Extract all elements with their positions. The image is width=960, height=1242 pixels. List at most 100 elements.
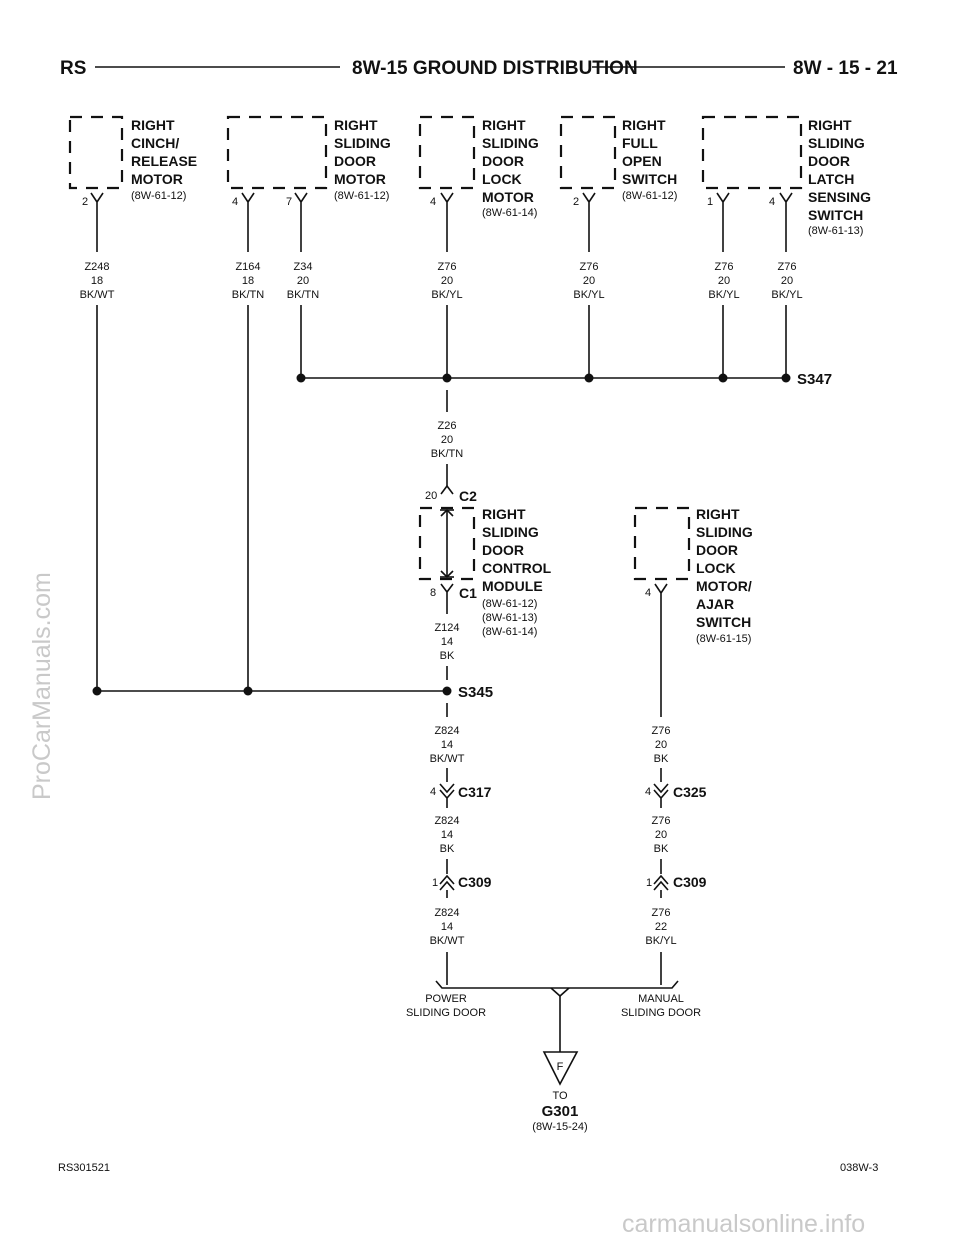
svg-text:BK: BK bbox=[440, 650, 455, 662]
branch-power-label: POWER SLIDING DOOR bbox=[406, 993, 486, 1019]
svg-text:BK/WT: BK/WT bbox=[80, 289, 115, 301]
svg-text:SWITCH: SWITCH bbox=[808, 207, 863, 223]
branch-manual-label: MANUAL SLIDING DOOR bbox=[621, 993, 701, 1019]
pin-cinch: 2 bbox=[82, 196, 88, 208]
splice-s347-bus bbox=[296, 373, 791, 383]
option-branch bbox=[435, 980, 679, 1052]
svg-text:RIGHT: RIGHT bbox=[808, 117, 852, 133]
svg-text:Z76: Z76 bbox=[715, 261, 734, 273]
svg-text:SLIDING: SLIDING bbox=[482, 135, 539, 151]
svg-text:22: 22 bbox=[655, 921, 667, 933]
svg-text:BK/TN: BK/TN bbox=[232, 289, 264, 301]
pin-c2: 20 bbox=[425, 490, 437, 502]
svg-text:RIGHT: RIGHT bbox=[622, 117, 666, 133]
ajar-terminal-symbol bbox=[654, 583, 668, 600]
svg-text:Z124: Z124 bbox=[434, 622, 459, 634]
header-left: RS bbox=[60, 58, 86, 79]
svg-text:Z76: Z76 bbox=[438, 261, 457, 273]
pin-c325: 4 bbox=[645, 786, 651, 798]
bottom-watermark: carmanualsonline.info bbox=[622, 1210, 865, 1238]
page-title: 8W-15 GROUND DISTRIBUTION bbox=[352, 58, 638, 79]
top-wire-stubs bbox=[96, 212, 787, 252]
svg-text:SLIDING: SLIDING bbox=[482, 524, 539, 540]
svg-text:SLIDING: SLIDING bbox=[334, 135, 391, 151]
svg-text:BK/WT: BK/WT bbox=[430, 753, 465, 765]
svg-text:RIGHT: RIGHT bbox=[334, 117, 378, 133]
svg-text:18: 18 bbox=[91, 275, 103, 287]
footer-left: RS301521 bbox=[58, 1162, 110, 1174]
svg-text:BK/YL: BK/YL bbox=[708, 289, 739, 301]
svg-text:14: 14 bbox=[441, 636, 453, 648]
svg-text:MOTOR/: MOTOR/ bbox=[696, 578, 752, 594]
pin-c309-right: 1 bbox=[646, 877, 652, 889]
svg-text:(8W-61-13): (8W-61-13) bbox=[482, 612, 537, 624]
svg-text:G301: G301 bbox=[542, 1103, 579, 1120]
connector-c325-label: C325 bbox=[673, 784, 707, 800]
svg-text:20: 20 bbox=[583, 275, 595, 287]
terminal-symbols-top bbox=[90, 192, 793, 212]
side-watermark: ProCarManuals.com bbox=[28, 572, 56, 800]
wire-label-z76-ajar-c: Z76 22 BK/YL bbox=[645, 907, 676, 947]
pin-latch-4: 4 bbox=[769, 196, 775, 208]
ajar-switch-box bbox=[633, 506, 691, 581]
control-module-label: RIGHT SLIDING DOOR CONTROL MODULE (8W-61… bbox=[482, 506, 552, 638]
svg-text:(8W-15-24): (8W-15-24) bbox=[532, 1121, 587, 1133]
connector-c1-label: C1 bbox=[459, 585, 477, 601]
pin-lock-motor: 4 bbox=[430, 196, 436, 208]
connector-c317-symbol bbox=[439, 783, 455, 808]
connector-c309-right-symbol bbox=[653, 874, 669, 898]
svg-text:MOTOR: MOTOR bbox=[131, 171, 183, 187]
svg-text:RIGHT: RIGHT bbox=[131, 117, 175, 133]
connector-c309-left-symbol bbox=[439, 874, 455, 898]
connector-c317-label: C317 bbox=[458, 784, 492, 800]
svg-text:(8W-61-12): (8W-61-12) bbox=[482, 598, 537, 610]
svg-text:(8W-61-13): (8W-61-13) bbox=[808, 225, 863, 237]
splice-s345-bus bbox=[92, 686, 452, 696]
svg-text:14: 14 bbox=[441, 739, 453, 751]
sliding-door-motor-label: RIGHT SLIDING DOOR MOTOR (8W-61-12) bbox=[334, 117, 391, 202]
pin-latch-1: 1 bbox=[707, 196, 713, 208]
lock-motor-box bbox=[418, 115, 476, 190]
svg-text:(8W-61-12): (8W-61-12) bbox=[622, 190, 677, 202]
svg-text:Z26: Z26 bbox=[438, 420, 457, 432]
svg-text:20: 20 bbox=[781, 275, 793, 287]
svg-text:Z248: Z248 bbox=[84, 261, 109, 273]
svg-text:Z164: Z164 bbox=[235, 261, 260, 273]
svg-text:BK: BK bbox=[654, 753, 669, 765]
wire-label-z164: Z164 18 BK/TN bbox=[232, 261, 264, 301]
svg-text:MODULE: MODULE bbox=[482, 578, 543, 594]
svg-text:Z76: Z76 bbox=[778, 261, 797, 273]
latch-sensing-switch-box bbox=[701, 115, 803, 190]
svg-text:BK: BK bbox=[654, 843, 669, 855]
svg-text:(8W-61-12): (8W-61-12) bbox=[334, 190, 389, 202]
wire-label-z824-a: Z824 14 BK/WT bbox=[430, 725, 465, 765]
svg-text:SLIDING DOOR: SLIDING DOOR bbox=[621, 1007, 701, 1019]
cinch-motor-box bbox=[68, 115, 124, 190]
svg-text:MOTOR: MOTOR bbox=[482, 189, 534, 205]
svg-text:FULL: FULL bbox=[622, 135, 658, 151]
connector-c325-symbol bbox=[653, 783, 669, 808]
pin-c1: 8 bbox=[430, 587, 436, 599]
ground-pointer-letter: F bbox=[557, 1061, 564, 1073]
svg-text:14: 14 bbox=[441, 921, 453, 933]
connector-c2-symbol bbox=[440, 484, 454, 495]
page-number: 8W - 15 - 21 bbox=[793, 58, 898, 79]
svg-text:DOOR: DOOR bbox=[808, 153, 850, 169]
svg-text:SLIDING DOOR: SLIDING DOOR bbox=[406, 1007, 486, 1019]
svg-text:AJAR: AJAR bbox=[696, 596, 734, 612]
pin-sliding-motor-4: 4 bbox=[232, 196, 238, 208]
sliding-door-motor-box bbox=[226, 115, 328, 190]
wire-label-z76-latch-1: Z76 20 BK/YL bbox=[708, 261, 739, 301]
svg-text:20: 20 bbox=[297, 275, 309, 287]
wire-label-z26: Z26 20 BK/TN bbox=[431, 420, 463, 460]
svg-text:Z76: Z76 bbox=[580, 261, 599, 273]
footer-right: 038W-3 bbox=[840, 1162, 878, 1174]
splice-s347-label: S347 bbox=[797, 371, 832, 388]
connector-c2-label: C2 bbox=[459, 488, 477, 504]
svg-text:BK/YL: BK/YL bbox=[431, 289, 462, 301]
svg-text:SWITCH: SWITCH bbox=[696, 614, 751, 630]
pin-c317: 4 bbox=[430, 786, 436, 798]
lock-motor-label: RIGHT SLIDING DOOR LOCK MOTOR (8W-61-14) bbox=[482, 117, 539, 219]
wire-label-z824-c: Z824 14 BK/WT bbox=[430, 907, 465, 947]
full-open-switch-box bbox=[559, 115, 617, 190]
